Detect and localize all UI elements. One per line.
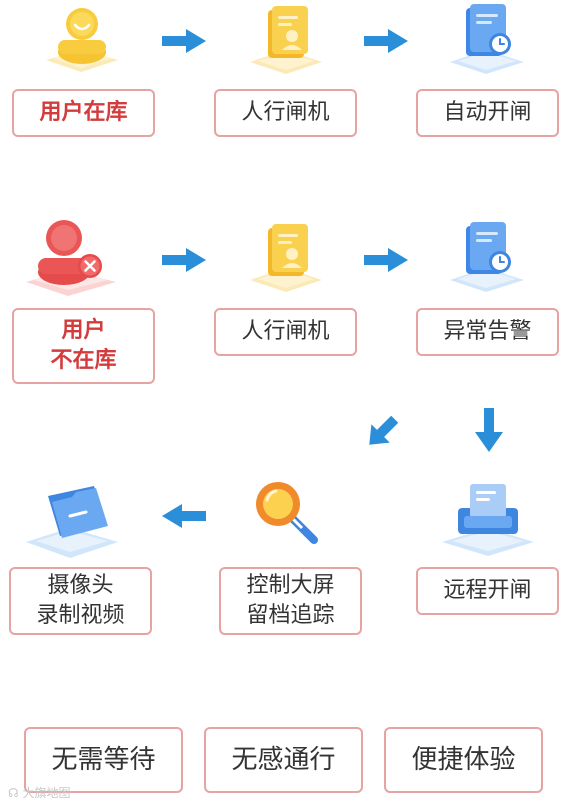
camera-folder-icon: [26, 486, 118, 558]
benefit-convenient-experience: 便捷体验: [384, 727, 543, 793]
step-user-not-in-library: 用户 不在库: [12, 308, 155, 384]
arrow-right-icon: [162, 29, 206, 53]
arrow-right-icon: [364, 248, 408, 272]
benefit-seamless-pass: 无感通行: [204, 727, 363, 793]
remote-printer-icon: [442, 484, 534, 556]
step-auto-open: 自动开闸: [416, 89, 559, 137]
watermark-logo-icon: ☊: [8, 786, 19, 800]
alarm-clock-document-icon: [450, 222, 524, 292]
step-pedestrian-gate: 人行闸机: [214, 308, 357, 356]
step-abnormal-alarm: 异常告警: [416, 308, 559, 356]
step-control-screen-archive: 控制大屏 留档追踪: [219, 567, 362, 635]
step-camera-recording: 摄像头 录制视频: [9, 567, 152, 635]
watermark: ☊ 大旗地图: [8, 784, 71, 801]
step-user-in-library: 用户在库: [12, 89, 155, 137]
arrow-down-icon: [475, 408, 503, 452]
arrow-down-left-icon: [369, 415, 399, 445]
user-in-library-icon: [46, 8, 118, 72]
step-pedestrian-gate: 人行闸机: [214, 89, 357, 137]
magnifier-icon: [256, 482, 318, 544]
arrow-right-icon: [364, 29, 408, 53]
benefit-no-wait: 无需等待: [24, 727, 183, 793]
gate-document-icon: [250, 6, 322, 74]
step-remote-open: 远程开闸: [416, 567, 559, 615]
watermark-text: 大旗地图: [22, 786, 71, 800]
auto-open-clock-document-icon: [450, 4, 524, 74]
user-not-in-library-icon: [26, 220, 116, 296]
arrow-left-icon: [162, 504, 206, 528]
gate-document-icon: [250, 224, 322, 292]
arrow-right-icon: [162, 248, 206, 272]
